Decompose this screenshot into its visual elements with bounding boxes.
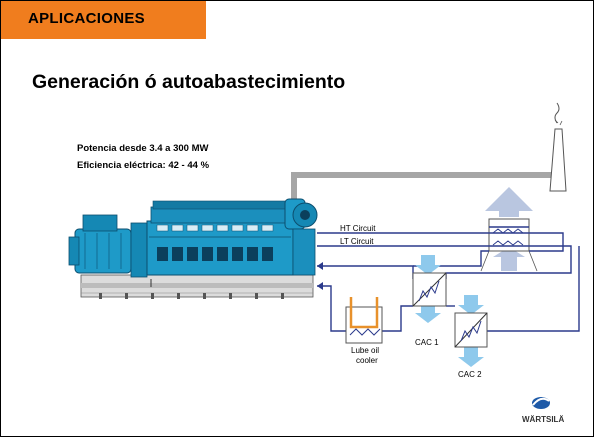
ht-circuit-line xyxy=(317,226,564,252)
efficiency-spec: Eficiencia eléctrica: 42 - 44 % xyxy=(77,160,210,171)
ht-circuit-label: HT Circuit xyxy=(340,224,376,233)
section-tag: APLICACIONES xyxy=(1,1,206,39)
arrow-left-icon xyxy=(317,282,323,290)
power-spec: Potencia desde 3.4 a 300 MW xyxy=(77,143,209,154)
cac2-cooler-icon xyxy=(454,295,488,367)
cac2-label: CAC 2 xyxy=(458,370,482,379)
lube-oil-label-line2: cooler xyxy=(356,356,378,365)
chimney-icon xyxy=(549,102,567,192)
page-title: Generación ó autoabastecimiento xyxy=(32,71,346,93)
exhaust-duct xyxy=(291,172,560,199)
lube-oil-cooler-icon xyxy=(345,297,383,344)
section-tag-label: APLICACIONES xyxy=(28,10,145,27)
engine-generator-icon xyxy=(68,198,318,299)
wartsila-logo-text: WÄRTSILÄ xyxy=(522,415,565,424)
radiator-icon xyxy=(477,187,538,272)
arrow-left-icon xyxy=(317,262,323,270)
lt-circuit-label: LT Circuit xyxy=(340,237,374,246)
lube-oil-label: Lube oil xyxy=(351,346,379,355)
wartsila-logo-icon xyxy=(532,397,550,409)
cac1-cooler-icon xyxy=(412,255,447,323)
cac1-label: CAC 1 xyxy=(415,338,439,347)
